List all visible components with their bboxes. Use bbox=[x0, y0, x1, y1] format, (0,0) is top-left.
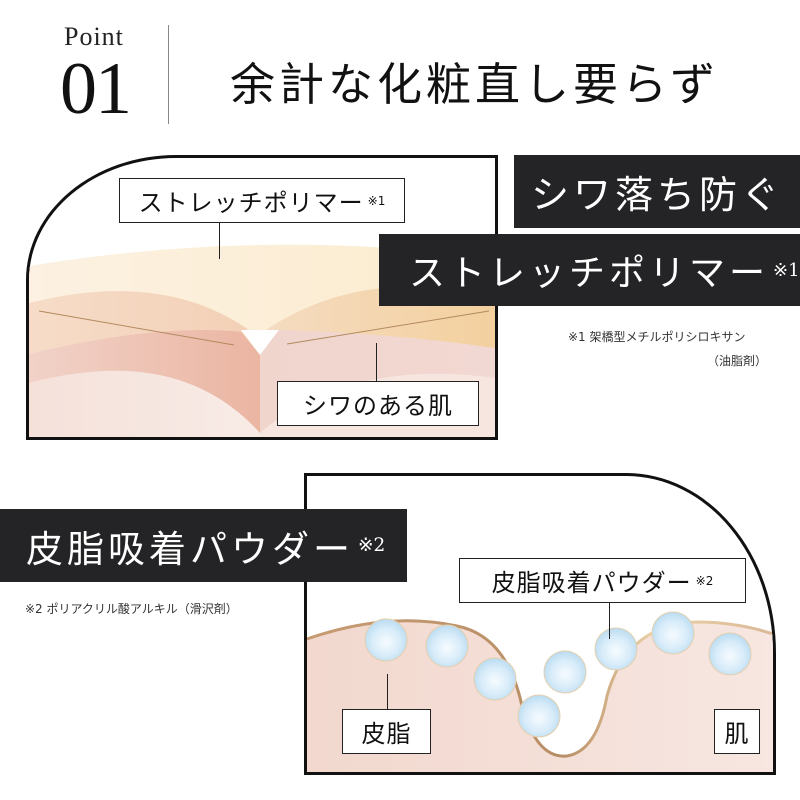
banner-sebum-powder-text: 皮脂吸着パウダー bbox=[26, 527, 354, 571]
banner-stretch-polymer-text: ストレッチポリマー bbox=[409, 253, 770, 294]
page-title: 余計な化粧直し要らず bbox=[230, 58, 720, 111]
footnote-2: ※2 ポリアクリル酸アルキル（滑沢剤） bbox=[25, 602, 238, 616]
sebum-label: 皮脂 bbox=[342, 709, 431, 754]
wrinkled-skin-leader-line bbox=[376, 343, 377, 381]
powder-label: 皮脂吸着パウダー※2 bbox=[459, 558, 746, 603]
stretch-polymer-leader-line bbox=[219, 223, 220, 259]
skin-label: 肌 bbox=[714, 709, 760, 754]
banner-stretch-polymer: ストレッチポリマー※1 bbox=[379, 234, 800, 306]
banner-prevent-wrinkle-text: シワ落ち防ぐ bbox=[530, 173, 783, 217]
powder-label-text: 皮脂吸着パウダー bbox=[491, 569, 692, 597]
footnote-mark: ※2 bbox=[358, 535, 386, 556]
stretch-polymer-label-text: ストレッチポリマー bbox=[138, 189, 364, 217]
wrinkled-skin-label: シワのある肌 bbox=[277, 381, 479, 426]
header-divider bbox=[168, 25, 169, 124]
sebum-leader-line bbox=[387, 674, 388, 709]
sebum-powder-diagram: 皮脂吸着パウダー※2 皮脂 肌 bbox=[304, 473, 776, 775]
sebum-label-text: 皮脂 bbox=[361, 720, 412, 748]
footnote-mark: ※1 bbox=[773, 259, 800, 281]
wrinkled-skin-label-text: シワのある肌 bbox=[303, 392, 453, 420]
point-number: 01 bbox=[60, 48, 132, 130]
banner-prevent-wrinkle: シワ落ち防ぐ bbox=[514, 155, 800, 228]
banner-sebum-powder: 皮脂吸着パウダー※2 bbox=[0, 509, 407, 582]
footnote-1-suffix: （油脂剤） bbox=[707, 354, 768, 368]
powder-particles bbox=[364, 611, 752, 738]
footnote-mark: ※2 bbox=[695, 573, 714, 588]
point-label: Point bbox=[64, 22, 124, 51]
stretch-polymer-label: ストレッチポリマー※1 bbox=[119, 178, 405, 223]
footnote-mark: ※1 bbox=[367, 193, 386, 208]
skin-label-text: 肌 bbox=[724, 720, 750, 748]
footnote-1: ※1 架橋型メチルポリシロキサン bbox=[568, 330, 746, 344]
powder-leader-line bbox=[609, 603, 610, 639]
